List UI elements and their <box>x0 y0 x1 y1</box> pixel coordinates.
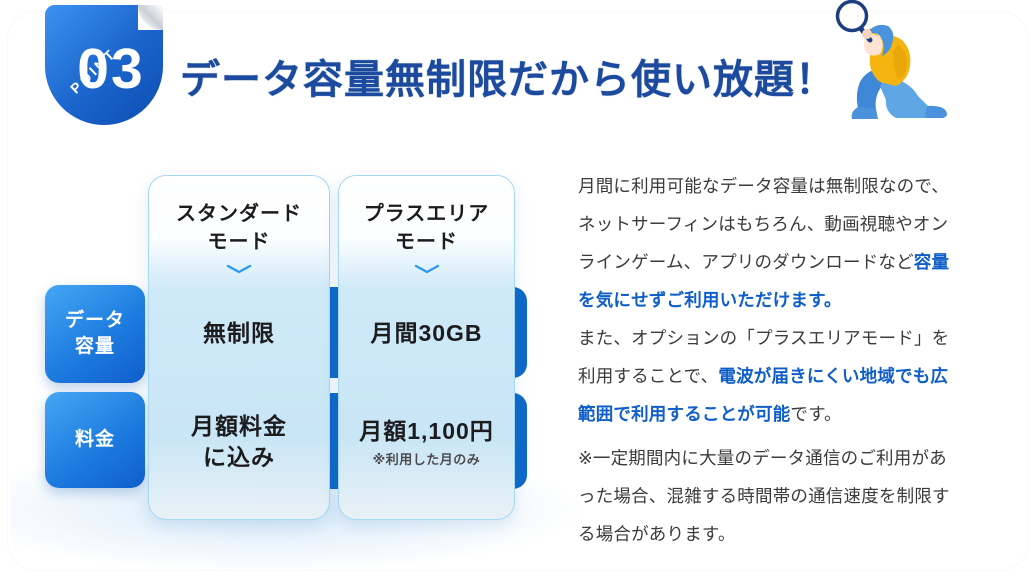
point-badge: POINT 03 <box>45 5 163 125</box>
cell-value: 月間30GB <box>370 320 483 346</box>
row-label-data-capacity: データ 容量 <box>45 285 145 383</box>
page-title: データ容量無制限だから使い放題！ <box>180 58 836 102</box>
cell-standard-price: 月額料金 に込み <box>149 394 329 490</box>
description-paragraph: 月間に利用可能なデータ容量は無制限なので、ネットサーフィンはもちろん、動画視聴や… <box>578 176 950 310</box>
description-paragraph: また、オプションの「プラスエリアモード」を利用することで、電波が届きにくい地域で… <box>578 328 950 424</box>
row-label-line: 容量 <box>74 336 115 357</box>
column-plus-area-mode: プラスエリア モード 月間30GB 月額1,100円 ※利用した月のみ <box>338 175 515 520</box>
cell-value: 無制限 <box>203 320 275 346</box>
cell-value-line: に込み <box>203 444 275 470</box>
person-magnifier-illustration <box>830 0 960 135</box>
cell-plus-area-price: 月額1,100円 ※利用した月のみ <box>339 394 514 490</box>
header-line: モード <box>395 231 458 253</box>
cell-plus-area-data: 月間30GB <box>339 288 514 379</box>
person-magnifier-icon <box>835 0 947 119</box>
page-curl-icon <box>138 5 163 30</box>
description-block: 月間に利用可能なデータ容量は無制限なので、ネットサーフィンはもちろん、動画視聴や… <box>578 167 956 553</box>
chevron-down-icon <box>414 264 439 274</box>
column-header-plus-area: プラスエリア モード <box>339 176 514 274</box>
cell-value-line: 月額1,100円 <box>359 418 494 444</box>
point-badge-number: 03 <box>77 37 145 101</box>
header-line: モード <box>207 231 271 253</box>
header-line: スタンダード <box>176 203 302 225</box>
header-line: プラスエリア <box>363 203 490 225</box>
cell-value-line: 月額料金 <box>191 413 287 439</box>
row-label-line: データ <box>64 310 125 331</box>
description-footnote: ※一定期間内に大量のデータ通信のご利用があった場合、混雑する時間帯の通信速度を制… <box>578 448 950 544</box>
comparison-table: データ 容量 料金 スタンダード モード 無制限 月額料金 に込み <box>45 175 527 520</box>
chevron-down-icon <box>226 264 252 274</box>
row-label-price: 料金 <box>45 392 145 488</box>
column-header-standard: スタンダード モード <box>149 176 329 274</box>
cell-standard-data: 無制限 <box>149 288 329 379</box>
cell-price-note: ※利用した月のみ <box>372 452 481 467</box>
row-label-line: 料金 <box>74 429 115 450</box>
column-standard-mode: スタンダード モード 無制限 月額料金 に込み <box>148 175 330 520</box>
